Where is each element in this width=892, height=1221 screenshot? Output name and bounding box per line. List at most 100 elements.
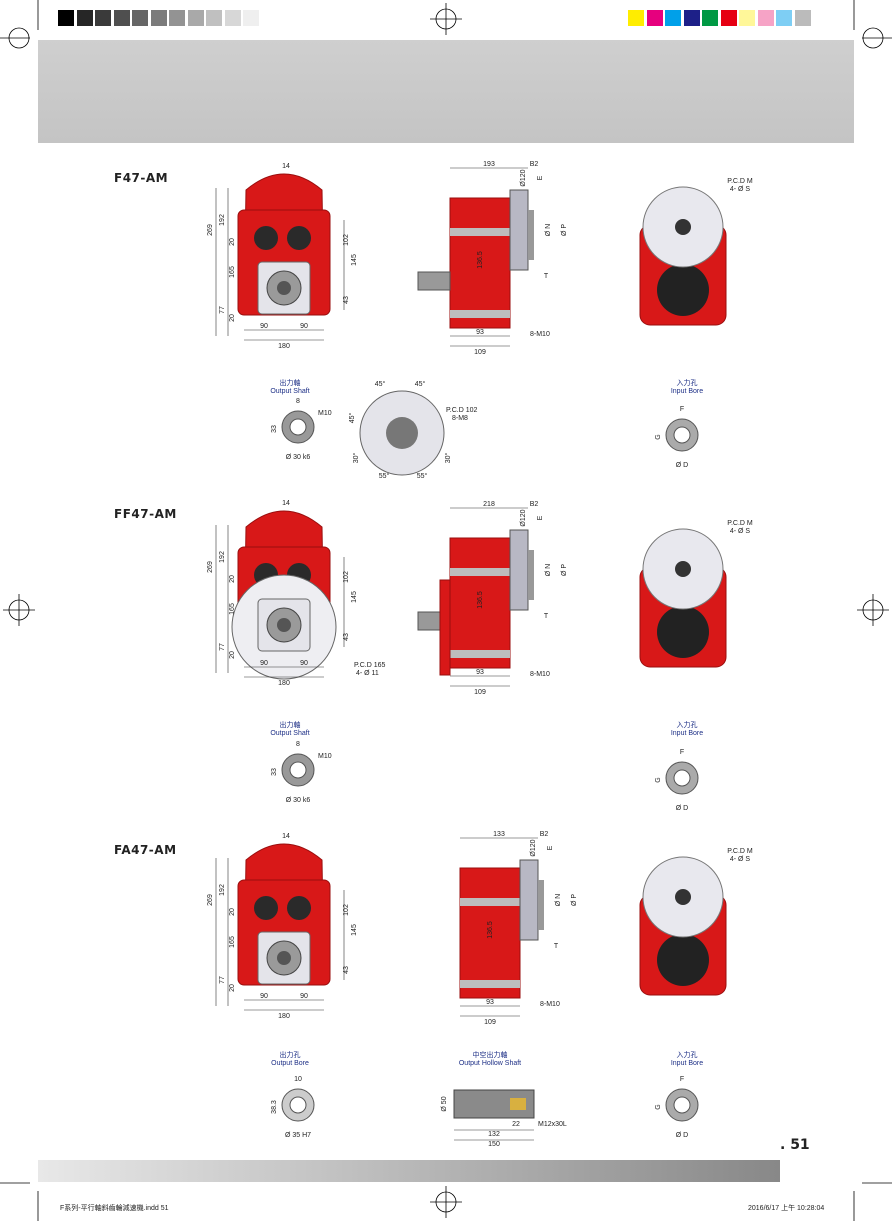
dimension-label: 14 <box>282 500 290 507</box>
dimension-label: F <box>680 749 684 756</box>
color-swatch <box>58 10 74 26</box>
dimension-label: Ø D <box>676 1132 688 1139</box>
dimension-label: Ø120 <box>530 839 537 856</box>
dimension-label: 90 <box>260 660 268 667</box>
dimension-label: 10 <box>294 1076 302 1083</box>
dimension-label: 133 <box>493 831 505 838</box>
dimension-label: 90 <box>300 993 308 1000</box>
adapter-flange <box>528 550 534 600</box>
dimension-label: G <box>655 434 662 439</box>
motor-port <box>254 896 278 920</box>
color-swatch <box>187 10 204 26</box>
dimension-label: 38.3 <box>271 1100 278 1114</box>
dimension-label: 93 <box>486 999 494 1006</box>
dimension-label: 22 <box>512 1121 520 1128</box>
color-swatch <box>739 10 755 26</box>
dimension-label: 55° <box>379 472 390 480</box>
dimension-label: 33 <box>271 425 278 433</box>
input-port <box>287 896 311 920</box>
color-swatch <box>150 10 167 26</box>
input-port <box>287 226 311 250</box>
dimension-label: 8-M8 <box>452 415 468 422</box>
input-bore-center <box>675 889 691 905</box>
adapter-flange <box>538 880 544 930</box>
detail-bore <box>673 426 691 444</box>
dimension-label: 150 <box>488 1141 500 1148</box>
dimension-label: 4- Ø S <box>730 186 751 193</box>
dimension-label: 145 <box>351 254 358 266</box>
color-swatch <box>113 10 130 26</box>
dimension-label: 20 <box>229 314 236 322</box>
dimension-label: M12x30L <box>538 1121 567 1128</box>
model-title-ff47: FF47-AM <box>114 507 177 521</box>
detail-bore <box>289 761 307 779</box>
dimension-label: 93 <box>476 329 484 336</box>
dimension-label: 132 <box>488 1131 500 1138</box>
dimension-label: B2 <box>530 501 539 508</box>
dimension-label: 30° <box>444 453 452 464</box>
dimension-label: 30° <box>352 453 360 464</box>
motor-adapter <box>509 189 529 271</box>
dimension-label: E <box>537 515 544 520</box>
dimension-label: P.C.D M <box>727 520 753 527</box>
dimension-label: 165 <box>229 266 236 278</box>
dimension-label: 192 <box>219 551 226 563</box>
dimension-label: B2 <box>530 161 539 168</box>
dimension-label: P.C.D M <box>727 178 753 185</box>
dimension-label: 45° <box>375 380 386 388</box>
dimension-label: 90 <box>300 323 308 330</box>
dimension-label: 180 <box>278 1013 290 1020</box>
footer-bar <box>38 1160 780 1182</box>
color-swatch <box>206 10 222 26</box>
color-swatch <box>794 10 811 26</box>
dimension-label: 145 <box>351 591 358 603</box>
dimension-label: 33 <box>271 768 278 776</box>
color-swatch <box>95 10 111 26</box>
input-bore-center <box>675 561 691 577</box>
page-number: . 51 <box>780 1137 810 1153</box>
dimension-label: B2 <box>540 831 549 838</box>
dimension-label: Ø 50 <box>441 1096 448 1111</box>
color-swatch <box>243 10 259 26</box>
band <box>450 650 510 658</box>
dimension-label: 4- Ø 11 <box>356 670 379 677</box>
dimension-label: Ø120 <box>520 169 527 186</box>
dimension-label: 20 <box>229 575 236 583</box>
dimension-label: Ø120 <box>520 509 527 526</box>
dimension-label: 43 <box>343 966 350 974</box>
dimension-label: 4- Ø S <box>730 528 751 535</box>
dimension-label: 77 <box>219 306 226 314</box>
dimension-label: 20 <box>229 238 236 246</box>
band <box>460 898 520 906</box>
output-shaft <box>417 271 451 291</box>
adapter-flange <box>528 210 534 260</box>
dimension-label: T <box>544 613 549 620</box>
color-swatch <box>628 10 644 26</box>
dimension-label: 90 <box>300 660 308 667</box>
dimension-label: 14 <box>282 833 290 840</box>
dimension-label: 136.5 <box>487 921 494 939</box>
dimension-label: 20 <box>229 651 236 659</box>
input-bore-center <box>675 219 691 235</box>
dimension-label: 193 <box>483 161 495 168</box>
dimension-label: 218 <box>483 501 495 508</box>
dimension-label: G <box>655 777 662 782</box>
dimension-label: Ø 30 k6 <box>286 454 311 461</box>
color-swatch <box>720 10 737 26</box>
model-title-f47: F47-AM <box>114 171 169 185</box>
footer-file-name: F系列-平行軸斜齒輪減速機.indd 51 <box>60 1205 169 1212</box>
